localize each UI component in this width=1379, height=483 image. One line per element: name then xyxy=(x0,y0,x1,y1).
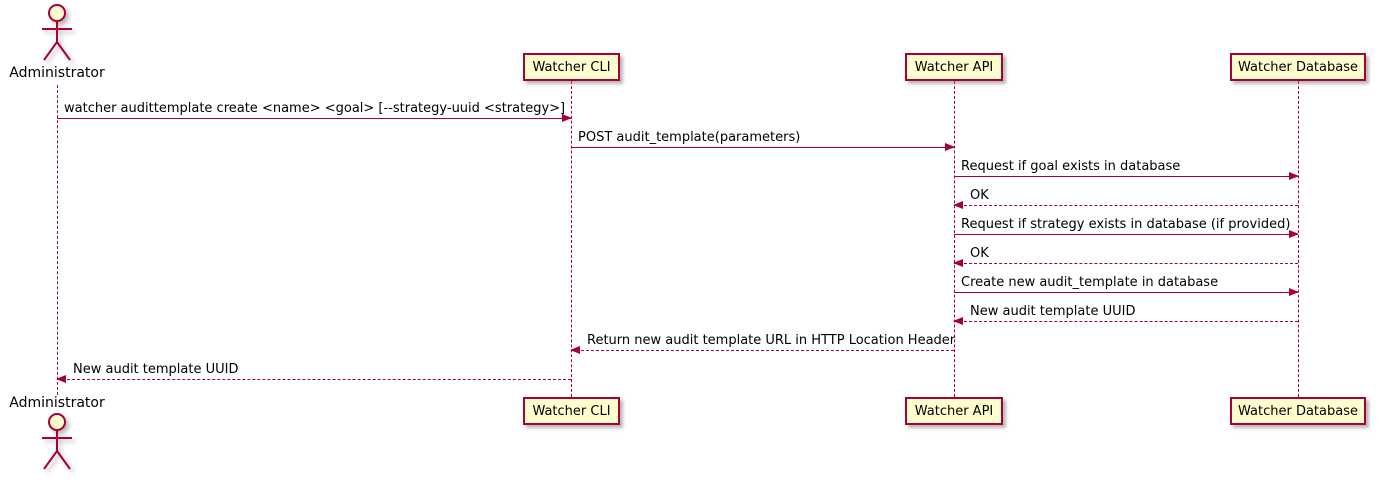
message-return-url: Return new audit template URL in HTTP Lo… xyxy=(570,333,956,354)
participant-watcher-database-top: Watcher Database xyxy=(1230,53,1366,81)
message-label: Request if strategy exists in database (… xyxy=(961,217,1291,232)
actor-label-top: Administrator xyxy=(9,65,105,81)
lifeline-watcher-api xyxy=(954,81,955,397)
lifeline-administrator xyxy=(57,85,58,395)
message-arrow xyxy=(953,317,1298,325)
message-arrow xyxy=(56,375,571,383)
actor-label-bottom: Administrator xyxy=(9,395,105,411)
arrowhead-right-icon xyxy=(1289,230,1299,238)
message-arrow xyxy=(953,259,1298,267)
lifeline-watcher-database xyxy=(1298,81,1299,397)
message-label: New audit template UUID xyxy=(970,304,1136,319)
lifeline-watcher-cli xyxy=(571,81,572,397)
arrowhead-left-icon xyxy=(953,201,963,209)
arrowhead-right-icon xyxy=(945,143,955,151)
participant-watcher-database-bottom: Watcher Database xyxy=(1230,397,1366,425)
arrowhead-left-icon xyxy=(953,259,963,267)
actor-icon xyxy=(42,4,72,61)
participant-watcher-api-top: Watcher API xyxy=(905,53,1003,81)
message-arrow xyxy=(571,143,955,151)
arrowhead-left-icon xyxy=(953,317,963,325)
message-create-audittemplate: watcher audittemplate create <name> <goa… xyxy=(57,101,572,122)
arrowhead-right-icon xyxy=(1289,288,1299,296)
message-ok-strategy: OK xyxy=(953,246,1298,267)
message-label: OK xyxy=(970,188,989,203)
message-label: POST audit_template(parameters) xyxy=(578,130,801,145)
message-arrow xyxy=(954,288,1299,296)
message-new-uuid-db: New audit template UUID xyxy=(953,304,1298,325)
arrowhead-right-icon xyxy=(1289,172,1299,180)
message-arrow xyxy=(954,172,1299,180)
message-arrow xyxy=(570,346,954,354)
arrowhead-right-icon xyxy=(562,114,572,122)
participant-watcher-cli-bottom: Watcher CLI xyxy=(523,397,620,425)
participant-watcher-cli-top: Watcher CLI xyxy=(523,53,620,81)
arrowhead-left-icon xyxy=(56,375,66,383)
message-arrow xyxy=(953,201,1298,209)
message-ok-goal: OK xyxy=(953,188,1298,209)
message-new-uuid-admin: New audit template UUID xyxy=(56,362,571,383)
message-arrow xyxy=(954,230,1299,238)
message-arrow xyxy=(57,114,572,122)
message-label: Return new audit template URL in HTTP Lo… xyxy=(587,333,956,348)
message-create-in-database: Create new audit_template in database xyxy=(954,275,1299,296)
actor-icon xyxy=(42,413,72,470)
message-request-strategy-exists: Request if strategy exists in database (… xyxy=(954,217,1299,238)
arrowhead-left-icon xyxy=(570,346,580,354)
message-label: Create new audit_template in database xyxy=(961,275,1219,290)
message-label: watcher audittemplate create <name> <goa… xyxy=(64,101,566,116)
participant-watcher-api-bottom: Watcher API xyxy=(905,397,1003,425)
message-post-audit-template: POST audit_template(parameters) xyxy=(571,130,955,151)
message-label: New audit template UUID xyxy=(73,362,239,377)
message-request-goal-exists: Request if goal exists in database xyxy=(954,159,1299,180)
message-label: Request if goal exists in database xyxy=(961,159,1181,174)
message-label: OK xyxy=(970,246,989,261)
